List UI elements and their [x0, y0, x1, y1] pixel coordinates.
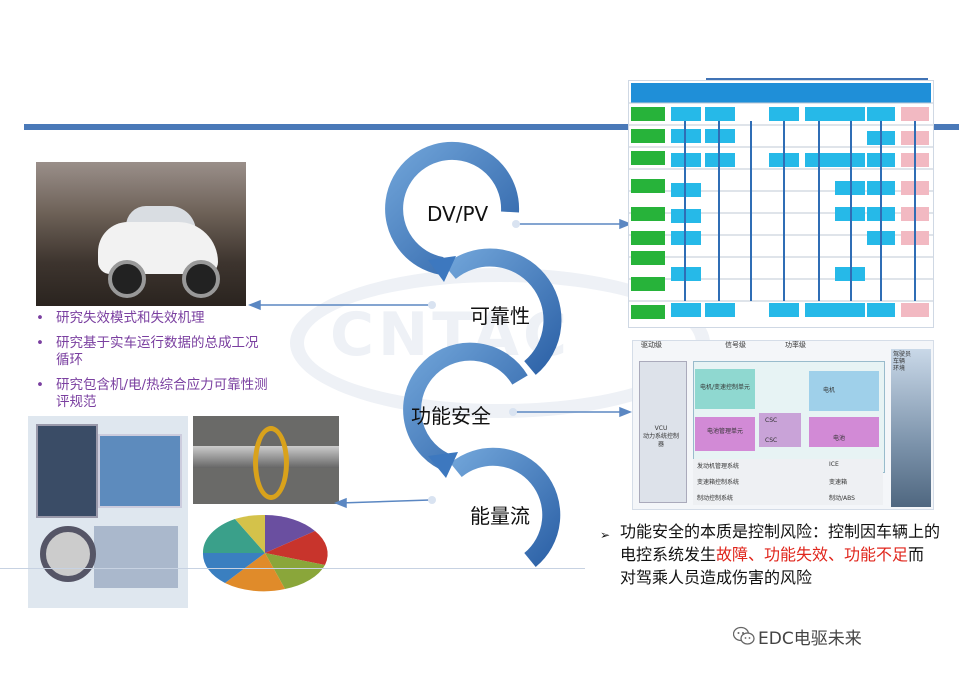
torque-sensor-photo: [193, 416, 339, 504]
note-text: 而对驾乘人员造成伤害的风险: [620, 545, 925, 587]
arch-module: 变速箱控制系统: [697, 479, 740, 486]
cycle-arrow-icon: [403, 342, 528, 473]
brand-name: EDC电驱未来: [758, 629, 862, 649]
connector-arrows: [247, 218, 633, 509]
functional-safety-note: ➢ 功能安全的本质是控制风险：控制因车辆上的电控系统发生故障、功能失效、功能不足…: [600, 520, 940, 589]
arch-module: 制动/ABS: [829, 495, 855, 502]
arch-module: ICE: [829, 461, 839, 468]
energy-pie-image: [202, 514, 328, 592]
e-e-architecture-diagram: 驱动级 信号级 功率级 电机/变速控制单元 电池管理单元 VCU 动力系统控制器…: [632, 340, 934, 510]
test-equipment-photo: [28, 416, 188, 608]
bullet-item: 研究失效模式和失效机理: [30, 310, 270, 327]
arch-module: 制动控制系统: [697, 495, 734, 502]
cycle-label-energy-flow: 能量流: [470, 504, 530, 528]
cycle-arrow-icon: [444, 248, 562, 375]
cycle-arrow-icon: [450, 447, 561, 567]
suv-photo: [36, 162, 246, 306]
research-bullet-list: 研究失效模式和失效机理 研究基于实车运行数据的总成工况循环 研究包含机/电/热综…: [30, 310, 270, 419]
arch-header: 驱动级: [641, 341, 662, 349]
cycle-label-dvpv: DV/PV: [427, 202, 489, 226]
arch-header: 功率级: [785, 341, 806, 349]
arch-module: CSC: [765, 417, 778, 424]
cycle-arrow-icon: [385, 141, 520, 275]
arch-module: 变速箱: [829, 479, 848, 486]
section-divider: [0, 568, 585, 569]
arch-module: 电池: [833, 435, 846, 442]
arch-header: 驾驶员 车辆 环境: [893, 351, 912, 372]
bullet-triangle-icon: ➢: [600, 528, 611, 542]
bullet-item: 研究包含机/电/热综合应力可靠性测评规范: [30, 377, 270, 411]
note-highlight: 故障、功能失效、功能不足: [716, 545, 909, 564]
wechat-icon: [733, 626, 755, 645]
title-divider-bar: [24, 124, 959, 130]
bullet-item: 研究基于实车运行数据的总成工况循环: [30, 335, 270, 369]
arch-module: 电机: [823, 387, 836, 394]
note-text: 功能安全的本质是控制风险：控制因车辆上的电控系统发生: [620, 522, 941, 564]
cycle-label-reliability: 可靠性: [470, 304, 530, 328]
cycle-label-functional-safety: 功能安全: [411, 404, 491, 428]
cycle-diagram: [385, 141, 562, 567]
dvpv-process-grid: [628, 80, 934, 328]
arch-module: VCU 动力系统控制器: [642, 425, 679, 448]
arch-header: 信号级: [725, 341, 746, 349]
arch-module: CSC: [765, 437, 778, 444]
arch-module: 电机/变速控制单元: [695, 369, 755, 409]
arch-module: 发动机管理系统: [697, 463, 740, 470]
arch-module: 电池管理单元: [695, 417, 755, 451]
